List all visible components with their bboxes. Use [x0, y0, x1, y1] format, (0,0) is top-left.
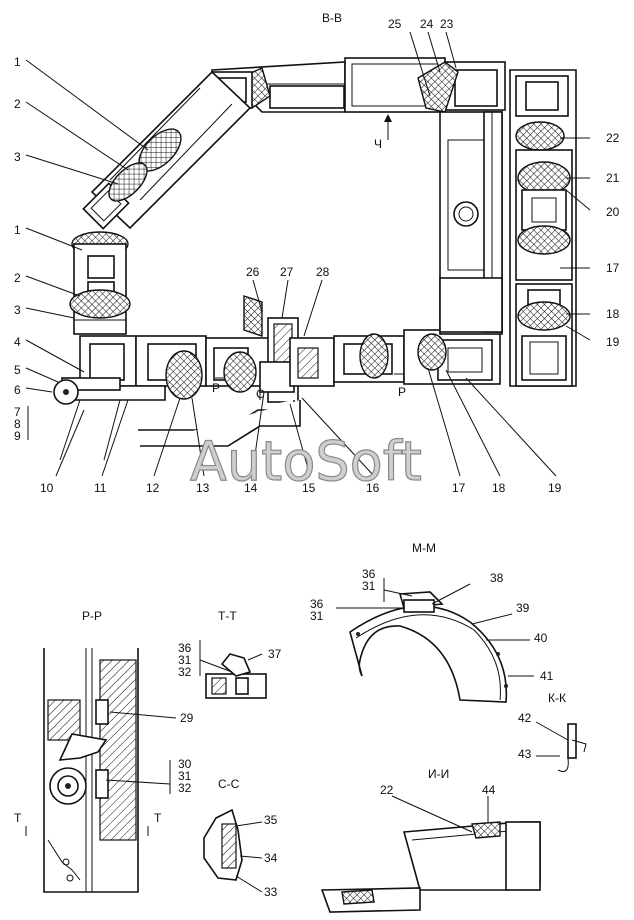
callout-2-top: 2	[14, 97, 21, 111]
callout-18: 18	[606, 307, 620, 321]
callout-31-mm-a: 31	[362, 579, 376, 593]
callout-22: 22	[606, 131, 620, 145]
callout-9: 9	[14, 429, 21, 443]
section-bb: В-В	[14, 11, 620, 495]
callout-29: 29	[180, 711, 194, 725]
callout-1: 1	[14, 223, 21, 237]
section-bb-title: В-В	[322, 11, 342, 25]
callout-27: 27	[280, 265, 294, 279]
callout-42: 42	[518, 711, 532, 725]
callout-7: 7	[14, 405, 21, 419]
callout-44: 44	[482, 783, 496, 797]
callout-36-mm-b: 36	[310, 597, 324, 611]
callout-28: 28	[316, 265, 330, 279]
left-frame	[69, 243, 137, 387]
leader-lines	[25, 31, 591, 477]
callout-12: 12	[146, 481, 160, 495]
section-mm: М-М 36 31 36 31 38 39 40 41	[310, 541, 554, 703]
callout-19: 19	[606, 335, 620, 349]
callout-22-ii: 22	[380, 783, 394, 797]
callout-36-tt: 36	[178, 641, 192, 655]
callout-34: 34	[264, 851, 278, 865]
section-pp: Р-Р Т Т 29 30 31 32	[14, 609, 194, 893]
callout-36-mm-a: 36	[362, 567, 376, 581]
section-mm-title: М-М	[412, 541, 436, 555]
callout-31-pp: 31	[178, 769, 192, 783]
section-tt-title: Т-Т	[218, 609, 237, 623]
section-kk: К-К 42 43	[518, 691, 587, 772]
callout-3-top: 3	[14, 150, 21, 164]
mark-p2: Р	[398, 385, 406, 399]
callout-17-bottom: 17	[452, 481, 466, 495]
callout-19-bottom: 19	[548, 481, 562, 495]
watermark: AutoSoft	[190, 430, 422, 493]
callout-2: 2	[14, 271, 21, 285]
callout-37: 37	[268, 647, 282, 661]
callout-5: 5	[14, 363, 21, 377]
callout-35: 35	[264, 813, 278, 827]
mark-t1: Т	[14, 811, 22, 825]
section-cc-title: С-С	[218, 777, 240, 791]
section-cc: С-С 35 34 33	[203, 777, 278, 899]
callout-21: 21	[606, 171, 620, 185]
callout-31-tt: 31	[178, 653, 192, 667]
mark-t2: Т	[154, 811, 162, 825]
callout-10: 10	[40, 481, 54, 495]
callout-18-bottom: 18	[492, 481, 506, 495]
top-frame	[211, 57, 506, 113]
callout-32-tt: 32	[178, 665, 192, 679]
callout-26: 26	[246, 265, 260, 279]
callout-1-top: 1	[14, 55, 21, 69]
callout-6: 6	[14, 383, 21, 397]
callout-16: 16	[366, 481, 380, 495]
callout-40: 40	[534, 631, 548, 645]
callout-11: 11	[94, 481, 107, 495]
callout-41: 41	[540, 669, 554, 683]
callout-15: 15	[302, 481, 316, 495]
callout-31-mm-b: 31	[310, 609, 324, 623]
callout-17: 17	[606, 261, 620, 275]
callout-8: 8	[14, 417, 21, 431]
callout-25: 25	[388, 17, 402, 31]
right-frame	[439, 69, 577, 387]
diagonal-frame	[71, 70, 252, 257]
callout-13: 13	[196, 481, 210, 495]
callout-38: 38	[490, 571, 504, 585]
section-kk-title: К-К	[548, 691, 566, 705]
callout-20: 20	[606, 205, 620, 219]
callout-32-pp: 32	[178, 781, 192, 795]
callout-24: 24	[420, 17, 434, 31]
callout-39: 39	[516, 601, 530, 615]
callout-43: 43	[518, 747, 532, 761]
section-pp-title: Р-Р	[82, 609, 102, 623]
section-ii: И-И 22 44	[320, 767, 541, 913]
callout-30: 30	[178, 757, 192, 771]
mark-p1: Р	[212, 381, 220, 395]
callout-4: 4	[14, 335, 21, 349]
callout-33: 33	[264, 885, 278, 899]
callout-14: 14	[244, 481, 258, 495]
mark-c: С	[256, 387, 265, 401]
mark-ch: Ч	[374, 137, 382, 151]
section-ii-title: И-И	[428, 767, 449, 781]
callout-3: 3	[14, 303, 21, 317]
callout-23: 23	[440, 17, 454, 31]
section-tt: Т-Т 36 31 32 37	[178, 609, 282, 699]
bottom-frame	[53, 295, 501, 461]
